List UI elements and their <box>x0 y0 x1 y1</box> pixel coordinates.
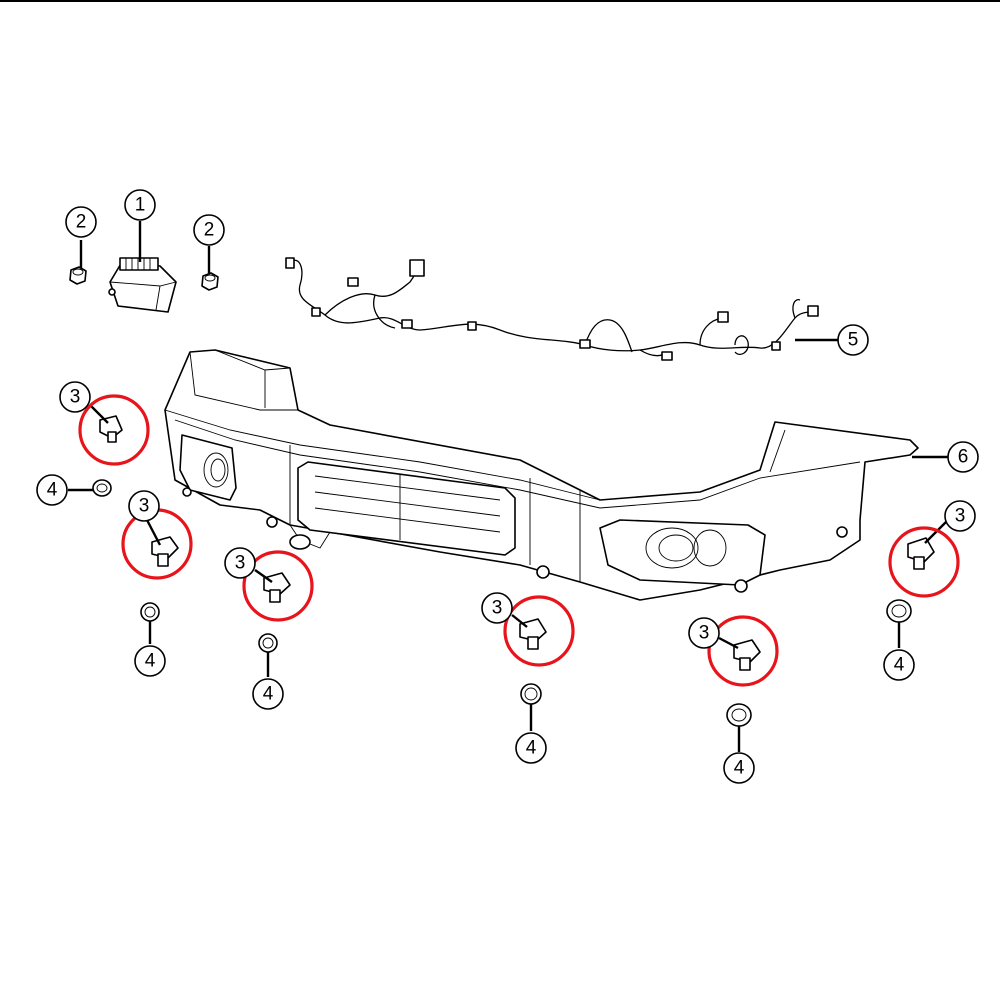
bumper-fascia <box>164 349 919 601</box>
callout-label: 3 <box>235 553 246 574</box>
callout-nut-right: 2 <box>193 214 225 246</box>
module-part <box>108 257 177 313</box>
callout-sensor-1: 3 <box>59 381 91 413</box>
callout-bezel-4: 4 <box>515 732 547 764</box>
callout-label: 3 <box>492 598 503 619</box>
callout-label: 4 <box>734 758 745 779</box>
callout-label: 2 <box>76 212 87 233</box>
bezel-6 <box>886 599 912 623</box>
sensor-3 <box>263 572 291 603</box>
highlight-circle <box>707 615 779 687</box>
bezel-2 <box>140 602 160 622</box>
callout-label: 4 <box>263 684 274 705</box>
sensor-5 <box>733 639 761 671</box>
callout-label: 5 <box>848 330 859 351</box>
nut-left <box>69 266 87 285</box>
sensor-4 <box>519 618 547 650</box>
bezel-3 <box>258 633 278 653</box>
nut-right <box>201 272 219 291</box>
callout-sensor-6: 3 <box>944 500 976 532</box>
leader-lines <box>68 221 949 752</box>
sensor-2 <box>151 536 179 567</box>
callout-label: 2 <box>204 220 215 241</box>
callout-label: 4 <box>894 655 905 676</box>
bezel-4 <box>520 683 542 705</box>
callout-label: 3 <box>139 496 150 517</box>
callout-label: 3 <box>955 506 966 527</box>
callout-label: 6 <box>958 447 969 468</box>
bezel-1 <box>92 479 112 497</box>
callout-label: 4 <box>526 738 537 759</box>
callout-label: 4 <box>47 480 58 501</box>
highlight-circles <box>78 394 960 687</box>
callout-nut-left: 2 <box>65 206 97 238</box>
callout-sensor-3: 3 <box>224 547 256 579</box>
callout-label: 3 <box>699 623 710 644</box>
callout-sensor-5: 3 <box>688 617 720 649</box>
bezel-5 <box>726 703 752 727</box>
callout-bezel-5: 4 <box>723 752 755 784</box>
callout-bezel-6: 4 <box>883 649 915 681</box>
highlight-circle <box>503 595 575 667</box>
callout-bezel-2: 4 <box>134 645 166 677</box>
sensor-6 <box>907 537 935 570</box>
callout-label: 1 <box>135 195 146 216</box>
callout-label: 3 <box>70 387 81 408</box>
callout-sensor-4: 3 <box>481 592 513 624</box>
callout-fascia: 6 <box>947 441 979 473</box>
callout-bezel-3: 4 <box>252 678 284 710</box>
highlight-circle <box>888 526 960 598</box>
callout-bezel-1: 4 <box>36 474 68 506</box>
callout-sensor-2: 3 <box>128 490 160 522</box>
highlight-circle <box>242 550 314 622</box>
callouts: 1 2 2 5 6 3 4 3 <box>36 189 979 784</box>
highlight-circle <box>78 394 150 466</box>
wiring-harness <box>285 257 819 361</box>
callout-module: 1 <box>124 189 156 221</box>
callout-harness: 5 <box>837 324 869 356</box>
callout-label: 4 <box>145 651 156 672</box>
